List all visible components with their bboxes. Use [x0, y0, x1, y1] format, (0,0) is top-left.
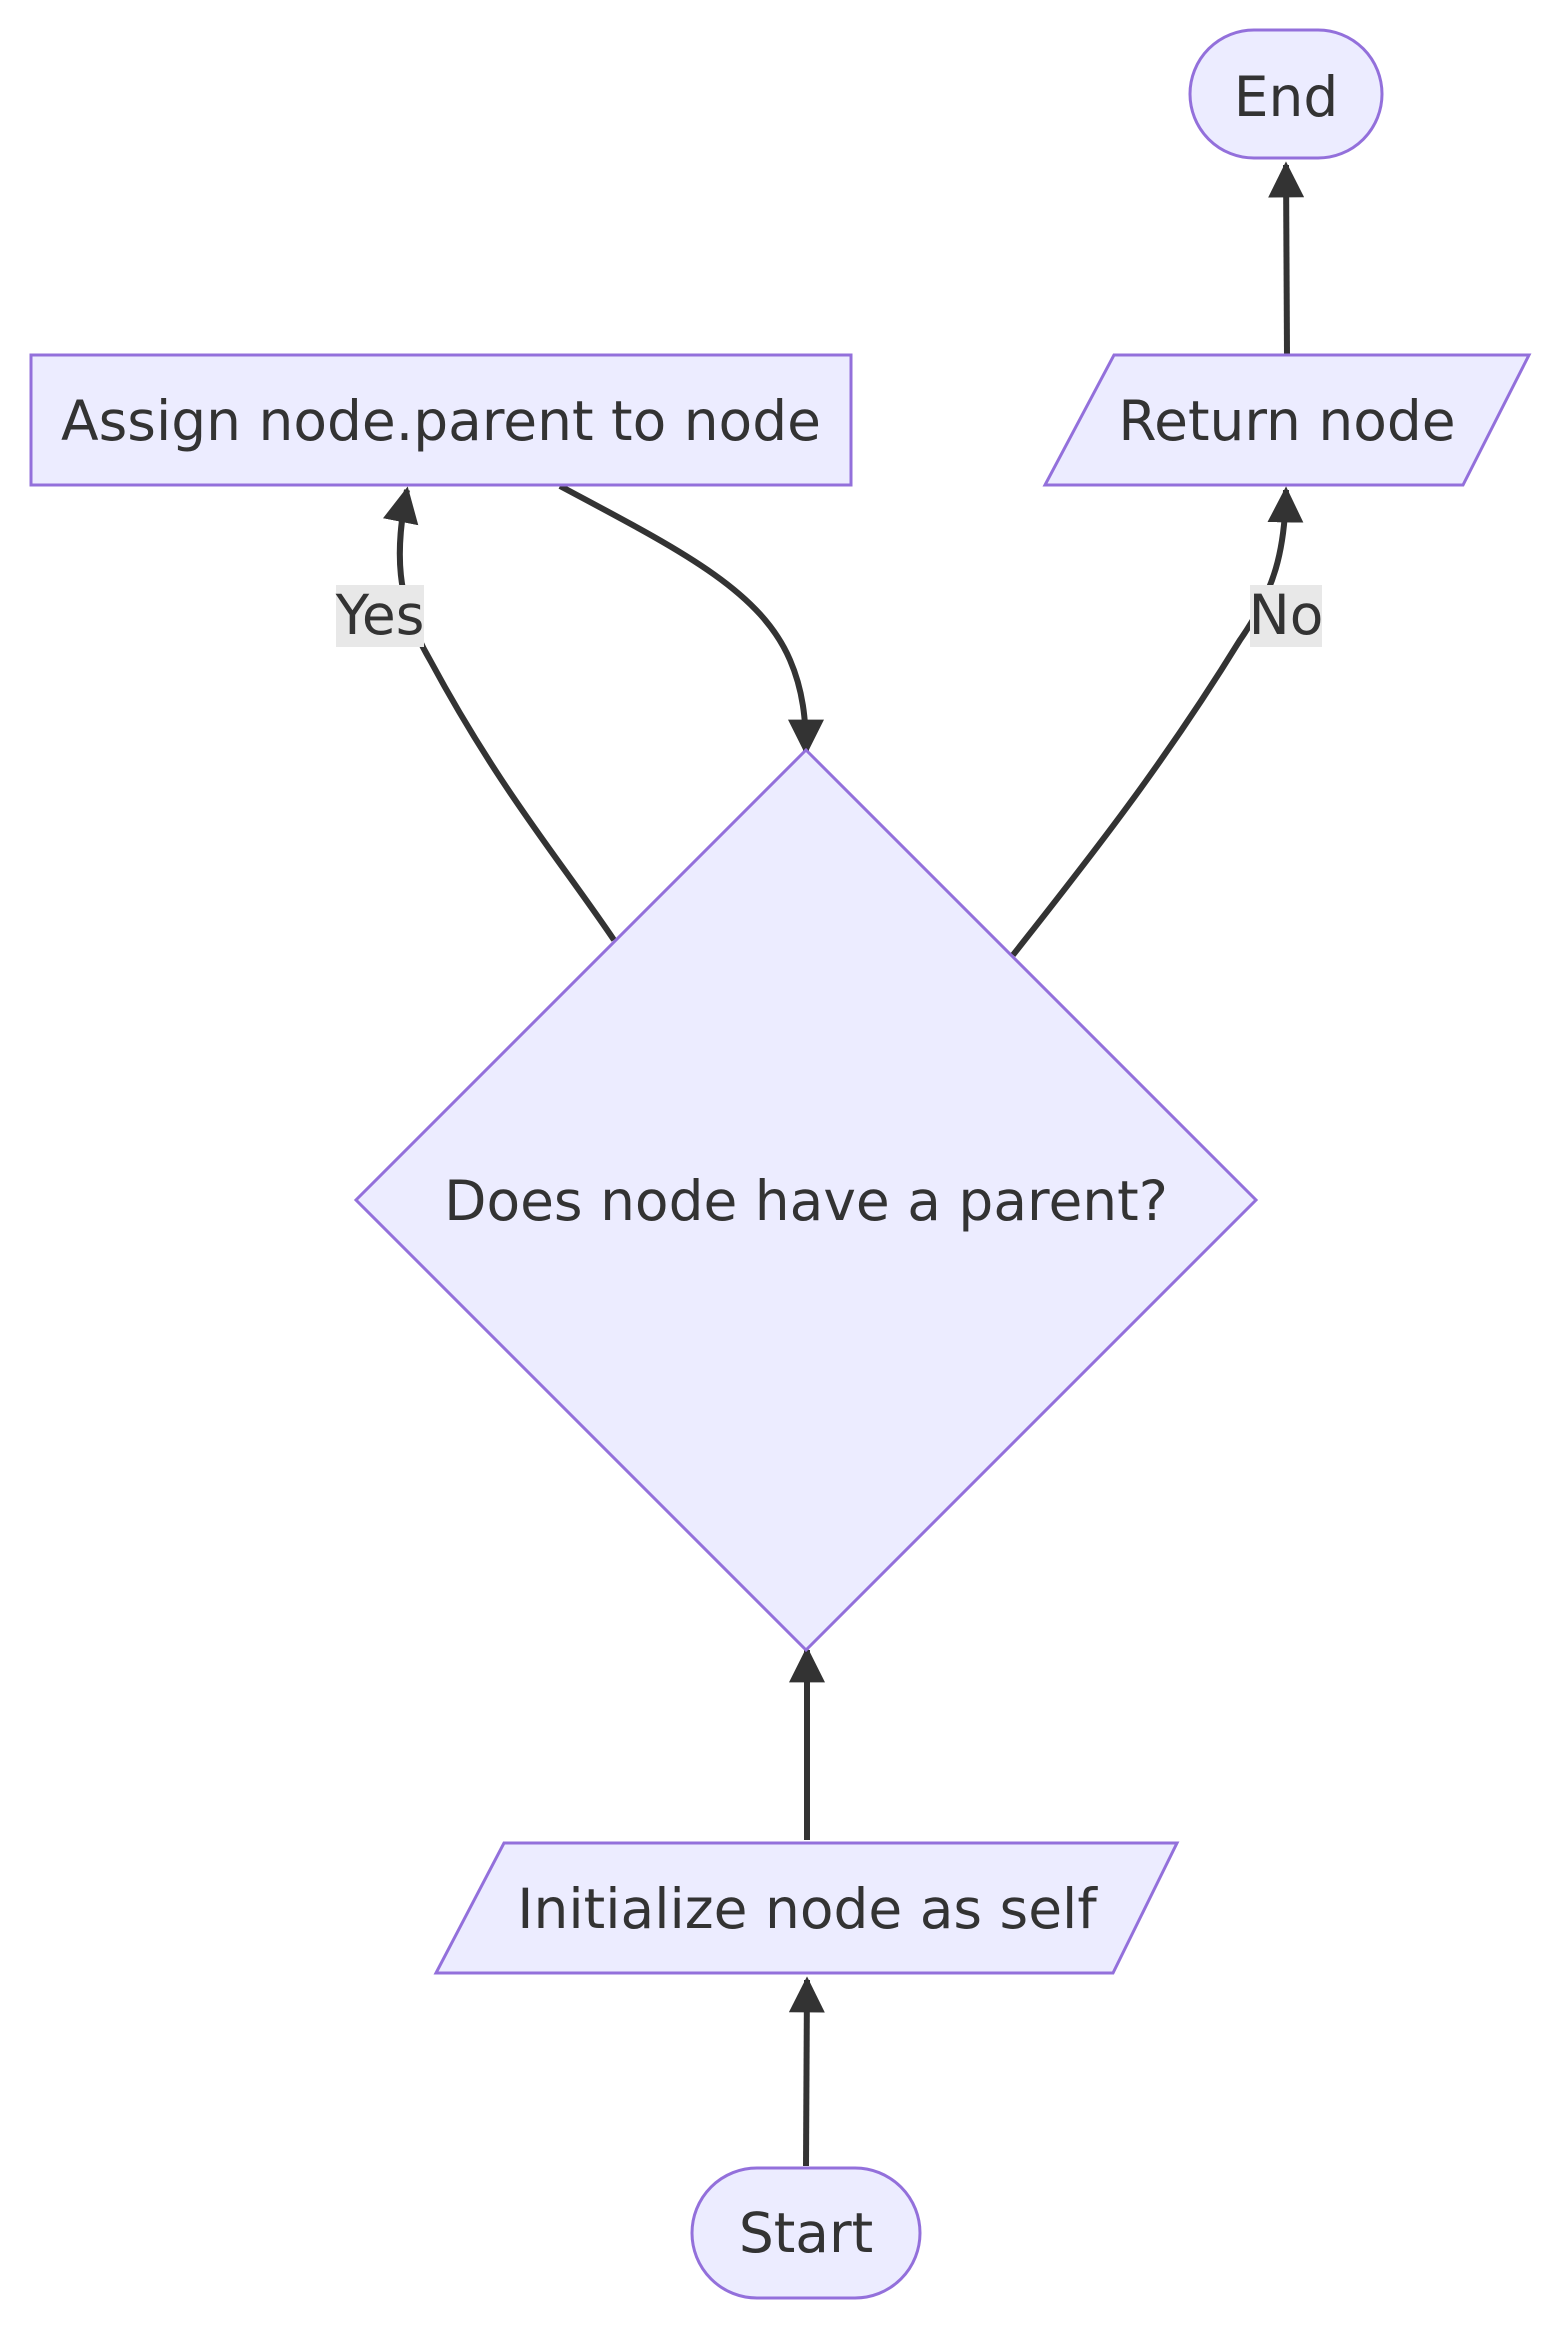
- decision-shape: [353, 747, 1259, 1653]
- terminal-shape-start: [690, 2166, 922, 2300]
- edge-label-yes: Yes: [335, 583, 425, 647]
- node-end: End: [1188, 28, 1384, 160]
- node-decision-label: Does node have a parent?: [444, 1169, 1168, 1233]
- edge-assign-to-decision: [558, 483, 824, 756]
- edge-label-yes-background: [336, 585, 424, 647]
- node-start-label: Start: [739, 2201, 873, 2265]
- node-start: Start: [690, 2166, 922, 2300]
- node-return-label: Return node: [1118, 389, 1455, 453]
- node-init-label: Initialize node as self: [517, 1877, 1098, 1941]
- node-decision: Does node have a parent?: [353, 747, 1259, 1653]
- edge-label-no-background: [1250, 585, 1322, 647]
- edge-return-to-end: [1268, 161, 1305, 356]
- edge-start-to-init: [788, 1976, 825, 2167]
- process-shape-assign: [29, 353, 853, 487]
- edge-decision-to-return-no: [1010, 486, 1304, 957]
- node-assign-label: Assign node.parent to node: [61, 389, 821, 453]
- io-shape-init: [433, 1841, 1180, 1975]
- node-init: Initialize node as self: [433, 1841, 1180, 1975]
- node-assign: Assign node.parent to node: [29, 353, 853, 487]
- edge-label-yes-text: Yes: [335, 583, 425, 647]
- node-end-label: End: [1234, 65, 1339, 129]
- edge-decision-to-assign-yes: [382, 486, 617, 942]
- terminal-shape-end: [1188, 28, 1384, 160]
- edge-label-no-text: No: [1249, 583, 1324, 647]
- io-shape-return: [1042, 353, 1532, 487]
- node-return: Return node: [1042, 353, 1532, 487]
- edge-label-no: No: [1249, 583, 1324, 647]
